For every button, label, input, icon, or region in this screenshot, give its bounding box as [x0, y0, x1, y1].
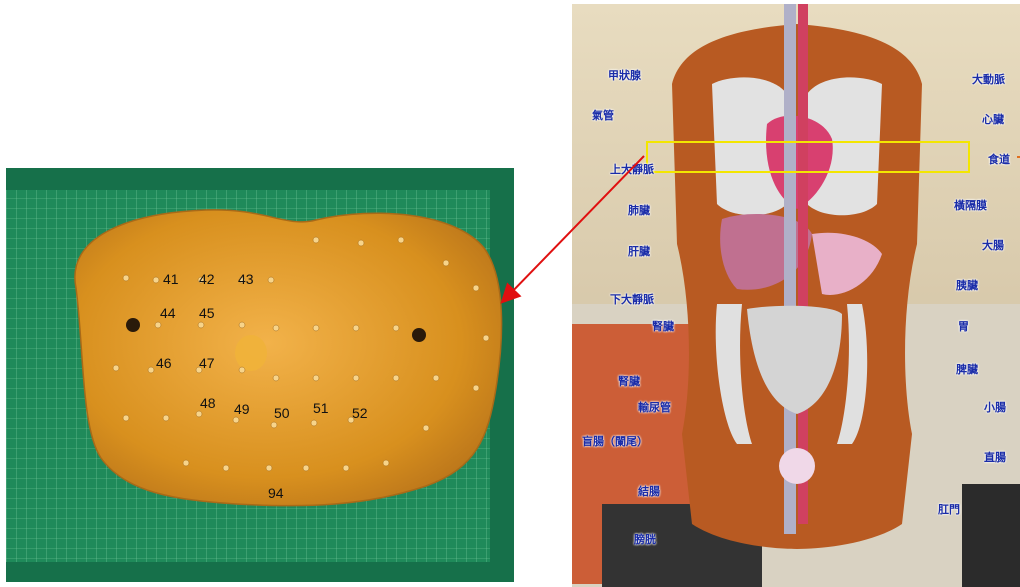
- label-liver: 肝臟: [628, 246, 650, 257]
- label-thyroid: 甲狀腺: [608, 70, 641, 81]
- label-ureter: 輸尿管: [638, 402, 671, 413]
- position-number: 48: [200, 396, 216, 410]
- position-number: 42: [199, 272, 215, 286]
- label-appendix: 盲腸（闌尾）: [582, 436, 648, 447]
- label-lung: 肺臟: [628, 205, 650, 216]
- label-stomach: 胃: [958, 321, 969, 332]
- label-adrenal: 腎臟: [652, 321, 674, 332]
- label-esophagus: 食道: [988, 154, 1010, 165]
- position-number: 51: [313, 401, 329, 415]
- position-number: 49: [234, 402, 250, 416]
- label-large-intestine: 大腸: [982, 240, 1004, 251]
- position-number: 47: [199, 356, 215, 370]
- position-number: 52: [352, 406, 368, 420]
- label-spleen: 脾臟: [956, 364, 978, 375]
- position-number: 44: [160, 306, 176, 320]
- label-diaphragm: 橫隔膜: [954, 200, 987, 211]
- phantom-slice-shape: [75, 210, 502, 506]
- cutting-mat-graphic: [6, 168, 514, 582]
- label-aorta: 大動脈: [972, 74, 1005, 85]
- label-bladder: 膀胱: [634, 534, 656, 545]
- position-number: 50: [274, 406, 290, 420]
- phantom-slice-photo: 41 42 43 44 45 46 47 48 49 50 51 52 94: [6, 168, 514, 582]
- position-number: 46: [156, 356, 172, 370]
- label-ivc: 下大靜脈: [610, 294, 654, 305]
- anatomy-model-photo: 甲狀腺 氣管 上大靜脈 肺臟 肝臟 下大靜脈 腎臟 腎臟 輸尿管 盲腸（闌尾） …: [572, 4, 1020, 587]
- position-number: 41: [163, 272, 179, 286]
- label-trachea: 氣管: [592, 110, 614, 121]
- label-rectum: 直腸: [984, 452, 1006, 463]
- position-number: 45: [199, 306, 215, 320]
- label-svc: 上大靜脈: [610, 164, 654, 175]
- position-number: 43: [238, 272, 254, 286]
- label-heart: 心臟: [982, 114, 1004, 125]
- label-kidney: 腎臟: [618, 376, 640, 387]
- position-number: 94: [268, 486, 284, 500]
- label-pancreas: 胰臟: [956, 280, 978, 291]
- label-small-intestine: 小腸: [984, 402, 1006, 413]
- label-anus: 肛門: [938, 504, 960, 515]
- label-colon: 結腸: [638, 486, 660, 497]
